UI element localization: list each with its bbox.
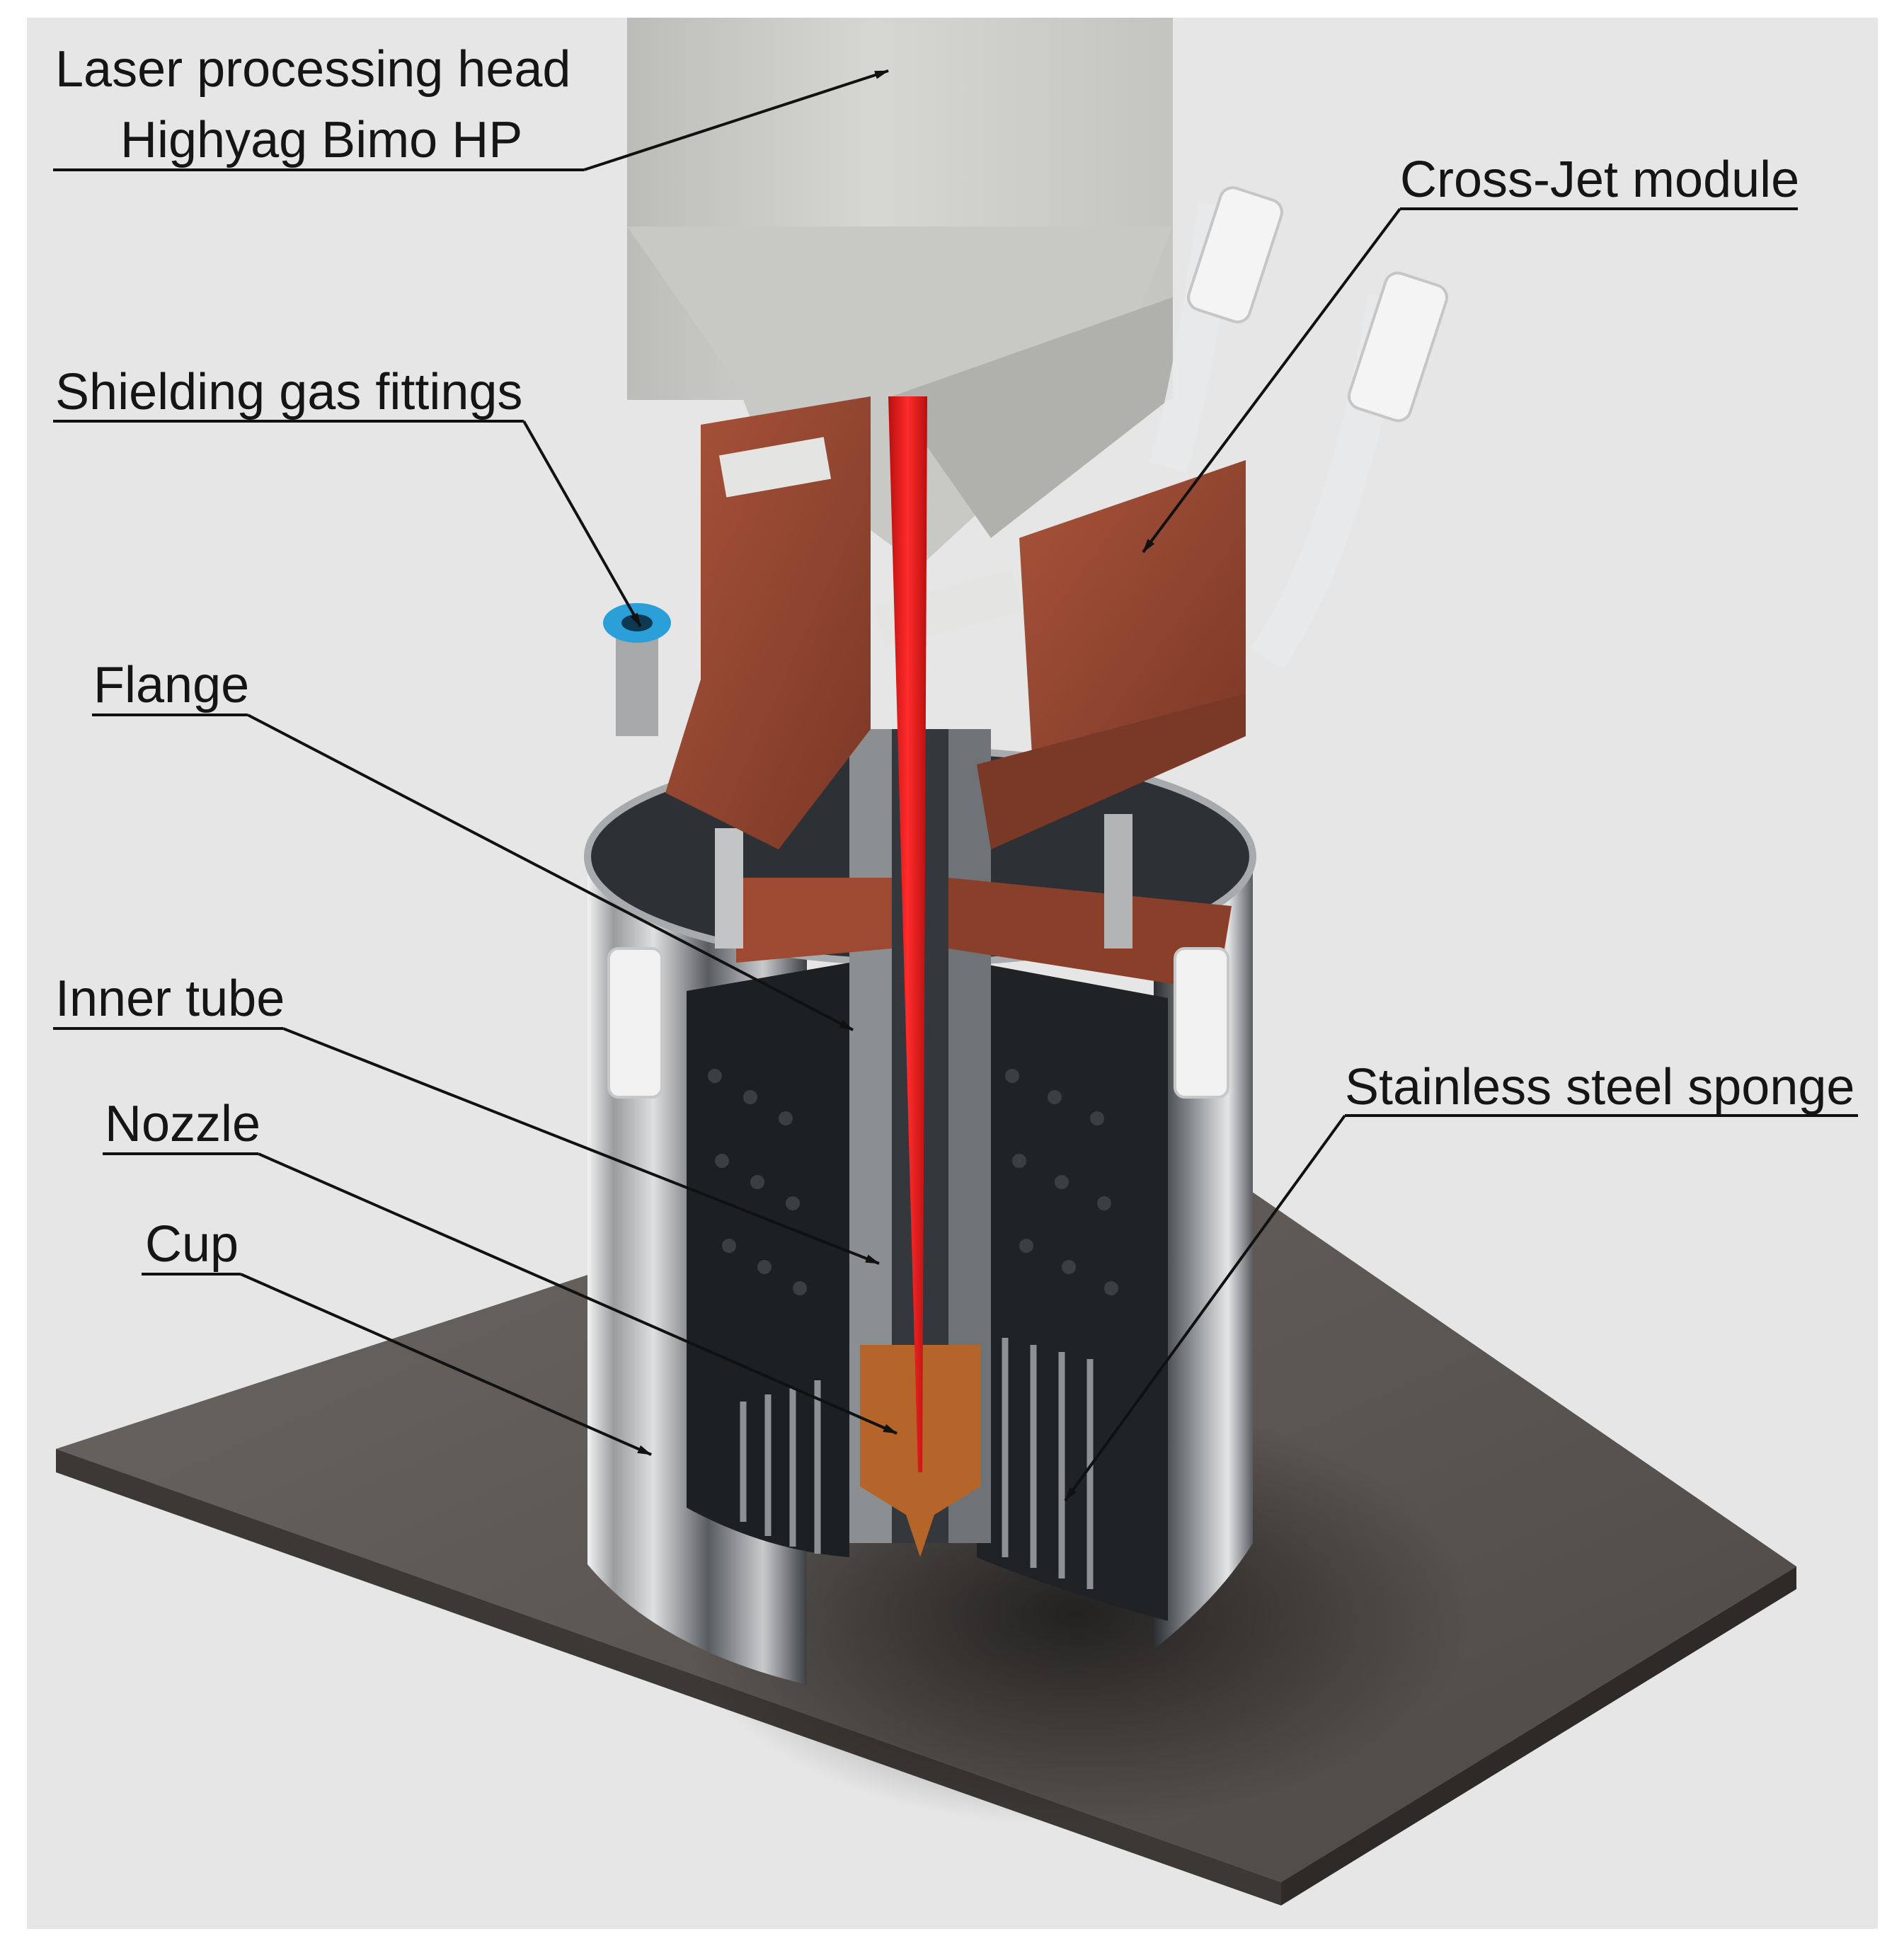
leader-inner-tube (282, 1027, 880, 1265)
label-flange: Flange (93, 657, 249, 713)
leader-cup (240, 1273, 652, 1456)
cross-jet-module-lower-right (977, 694, 1246, 849)
cross-jet-module-left (665, 396, 871, 849)
label-nozzle: Nozzle (105, 1096, 260, 1152)
cross-jet-plate-left (718, 437, 832, 498)
callout-leaders (53, 69, 1858, 1502)
leader-shielding-gas (522, 420, 642, 627)
laser-head-shadow-face (892, 297, 1173, 538)
cross-jet-hose-connector-right (1347, 271, 1449, 423)
sponge-perforations (708, 1069, 1118, 1295)
flange-left (736, 878, 892, 963)
label-cup: Cup (145, 1216, 239, 1273)
flange-right (948, 878, 1232, 991)
laser-beam (888, 396, 927, 1472)
leader-nozzle (258, 1152, 897, 1435)
leader-sponge (1064, 1114, 1346, 1502)
label-cross-jet: Cross-Jet module (1400, 151, 1799, 208)
flange-spacer-right (1104, 814, 1132, 949)
label-sponge: Stainless steel sponge (1345, 1059, 1854, 1116)
label-inner-tube: Inner tube (55, 970, 285, 1027)
sponge-right (977, 963, 1168, 1621)
leader-flange (247, 713, 854, 1031)
leader-laser-head (583, 69, 889, 171)
sponge-left (687, 963, 849, 1557)
leader-cross-jet (1142, 207, 1401, 554)
flange-spacer-left (715, 828, 743, 949)
label-shielding-gas: Shielding gas fittings (55, 364, 522, 420)
cross-jet-hose-connector-left (1187, 186, 1283, 323)
push-fitting-icon (607, 947, 1229, 1099)
base-plate-right-edge (1281, 1566, 1796, 1905)
label-laser-head-line1: Laser processing head (55, 41, 570, 98)
label-laser-head-line2: Highyag Bimo HP (120, 112, 522, 168)
cross-jet-module-right (1019, 460, 1246, 779)
sponge-slots (740, 1338, 1094, 1589)
